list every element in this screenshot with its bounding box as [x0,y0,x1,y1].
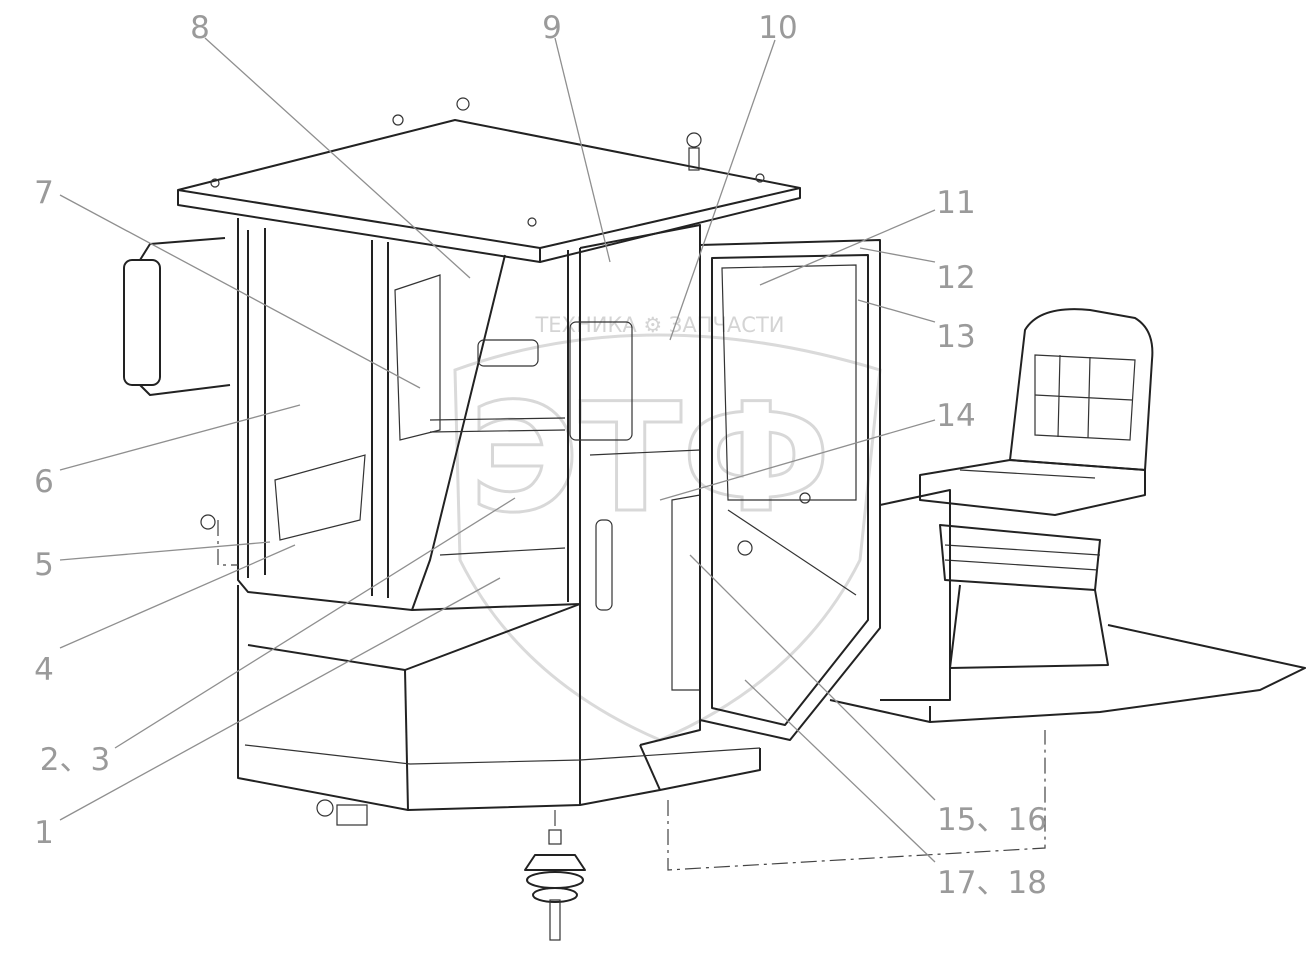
rear-view-mirror [123,237,231,396]
callout-12: 12 [936,260,975,296]
callout-14: 14 [936,398,975,434]
callout-1: 1 [34,815,54,851]
watermark-top-text: ТЕХНИКА ⚙ ЗАПЧАСТИ [534,313,784,337]
cab-frame [237,218,633,611]
watermark-logo-text: ЭТФ [469,372,830,546]
callout-15-16: 15、16 [937,802,1047,838]
callout-9: 9 [542,10,562,46]
callout-8: 8 [190,10,210,46]
callout-5: 5 [34,547,54,583]
callout-17-18: 17、18 [937,865,1047,901]
callout-4: 4 [34,652,54,688]
centre-lines [217,520,1046,871]
callout-11: 11 [936,185,975,221]
floor-platform [829,624,1306,723]
cab-door [699,239,881,741]
callout-6: 6 [34,464,54,500]
leader-lines [59,37,936,863]
callout-labels: 1 2、3 4 5 6 7 8 9 10 11 12 13 14 15、16 1… [34,10,1047,901]
callout-10: 10 [758,10,797,46]
callout-2-3: 2、3 [40,742,110,778]
cab-lower-body [200,514,761,811]
callout-7: 7 [34,175,54,211]
operator-seat [879,308,1154,701]
watermark: ТЕХНИКА ⚙ ЗАПЧАСТИ ЭТФ [453,313,882,742]
watermark-shield [453,333,882,742]
cab-mount-damper [316,799,586,941]
callout-13: 13 [936,319,975,355]
roof [177,97,801,263]
